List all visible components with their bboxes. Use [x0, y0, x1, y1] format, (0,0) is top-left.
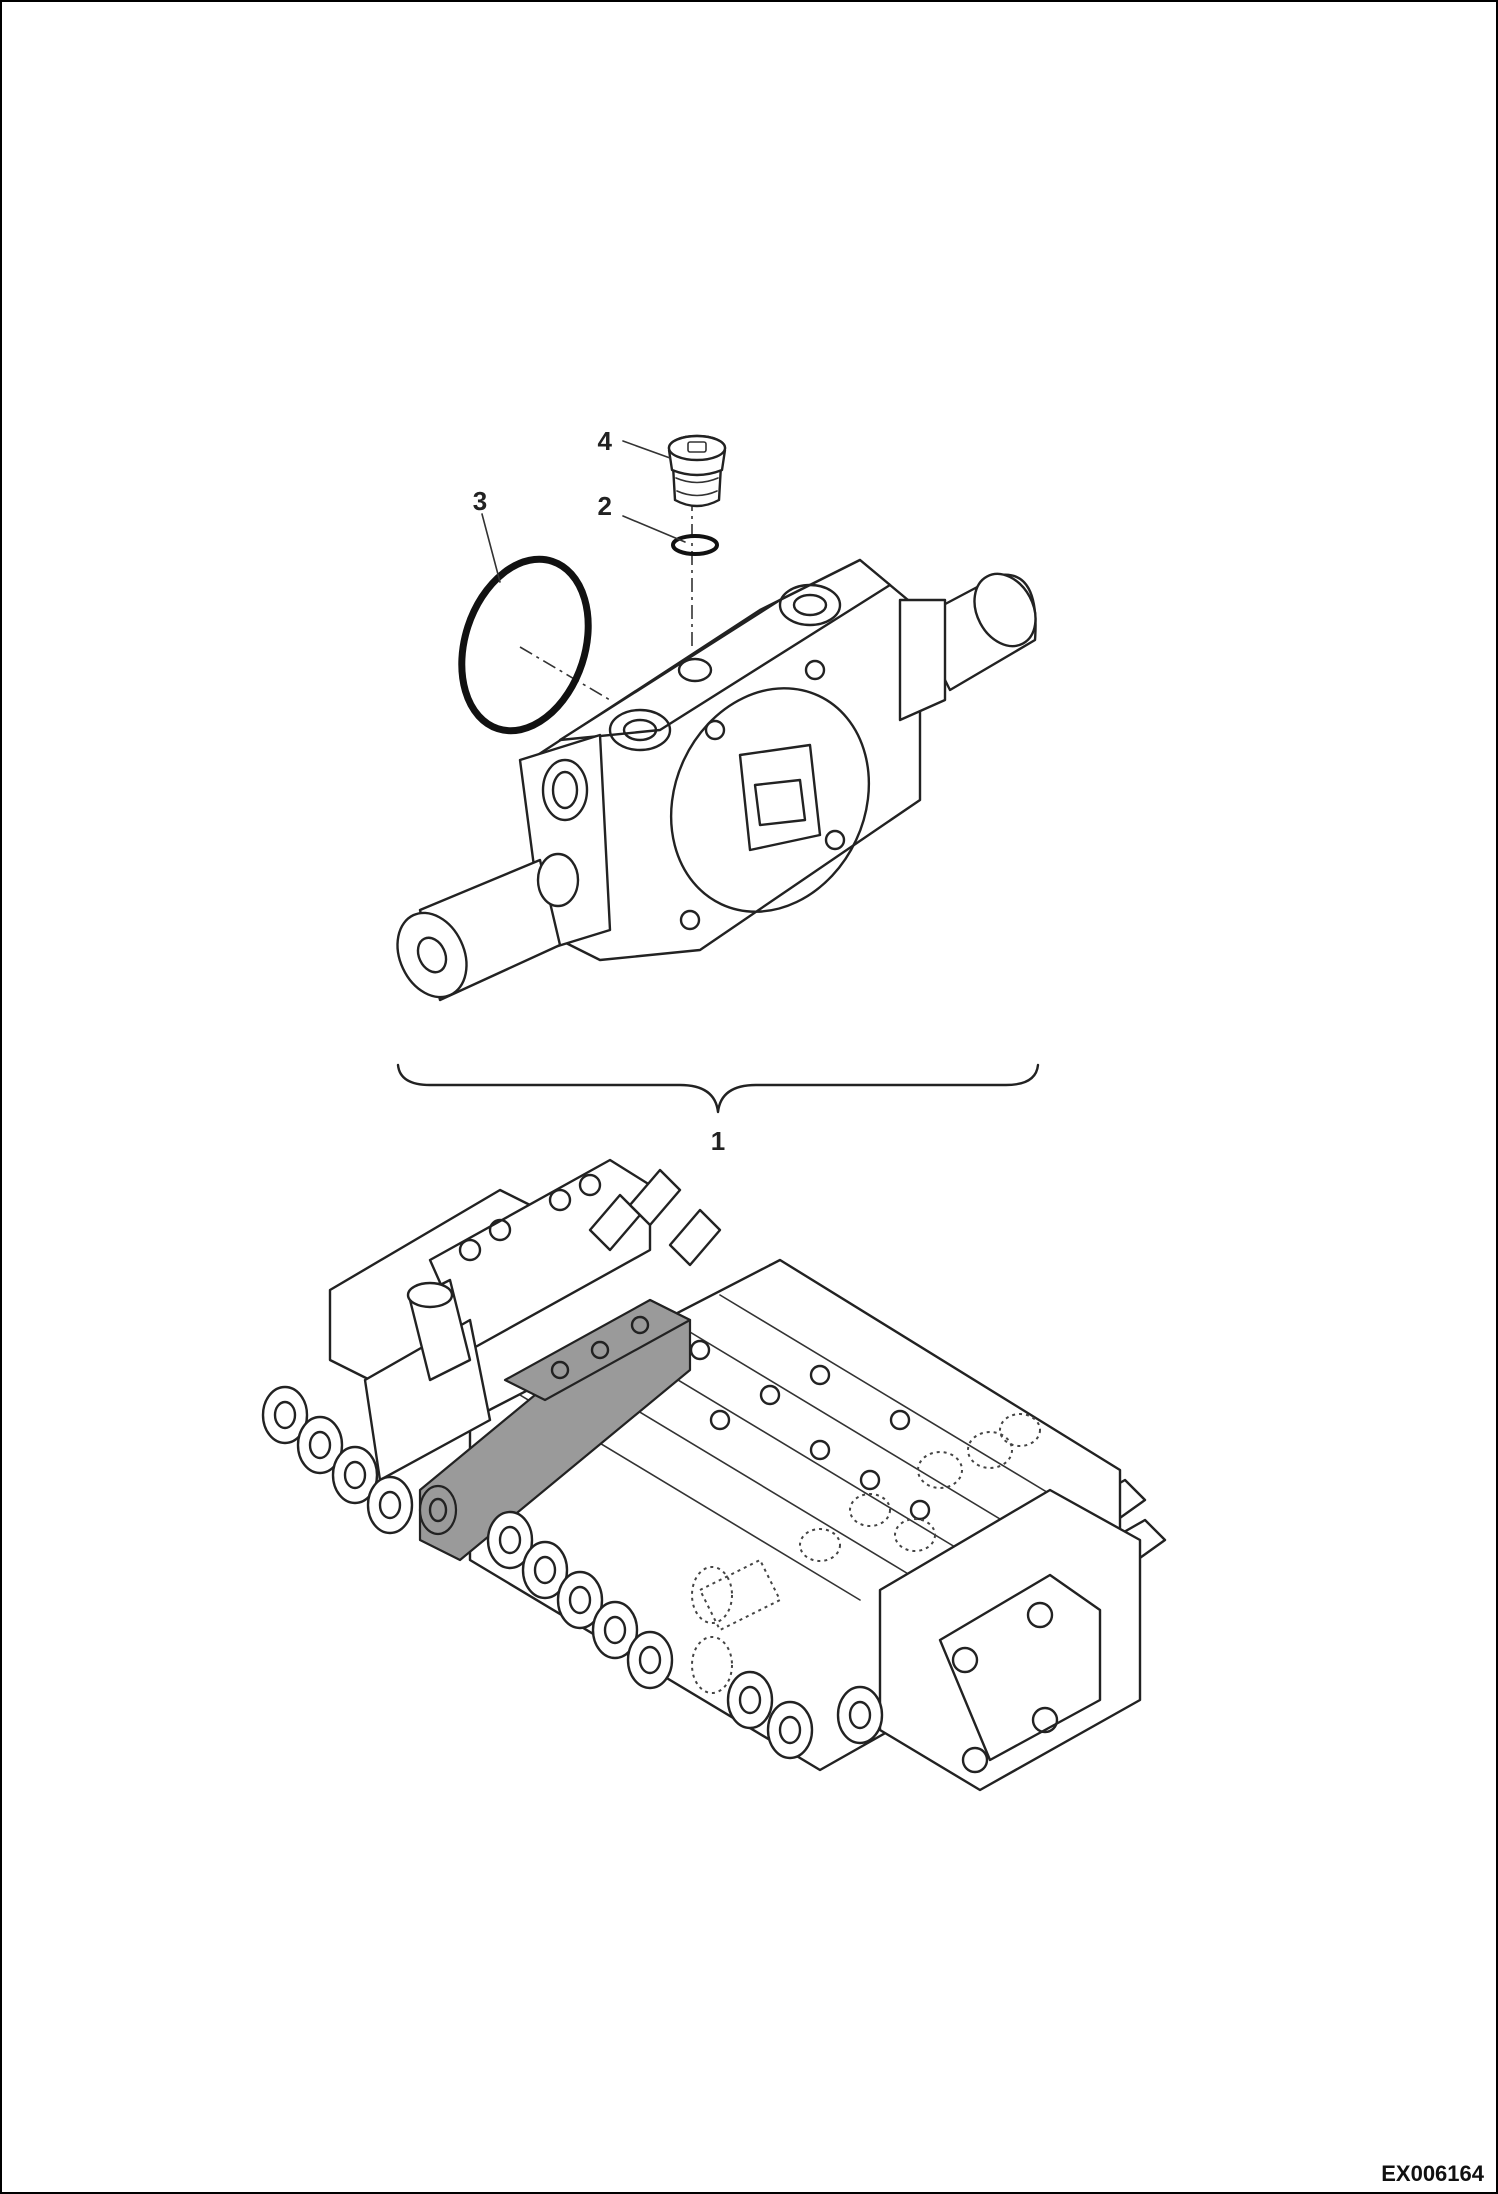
optional-parts-phantom — [691, 1413, 1041, 1694]
figure-id: EX006164 — [1381, 2161, 1485, 2186]
small-o-ring-part — [671, 534, 719, 556]
callout-4: 4 — [598, 426, 613, 456]
plug-part — [667, 434, 727, 508]
leader-line-3 — [481, 513, 501, 583]
callout-1: 1 — [711, 1126, 725, 1156]
leader-line-4 — [622, 440, 671, 459]
assembly-brace — [396, 1063, 1040, 1114]
assembly-centerline-o-ring — [519, 646, 611, 701]
callout-3: 3 — [473, 486, 487, 516]
callout-2: 2 — [598, 491, 612, 521]
leader-line-2 — [622, 515, 686, 543]
valve-section-detail — [396, 558, 1037, 1002]
large-o-ring-part — [458, 555, 592, 735]
spool-end-caps — [261, 1385, 884, 1760]
